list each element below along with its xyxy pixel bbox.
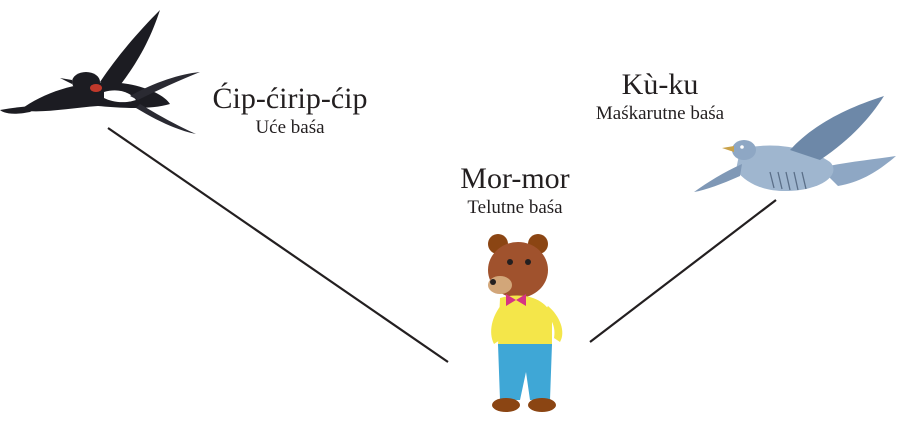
swallow-sound: Ćip-ćirip-ćip bbox=[212, 82, 368, 115]
cuckoo-icon bbox=[694, 96, 896, 192]
cuckoo-sound: Kù-ku bbox=[621, 68, 699, 101]
swallow-label: Ćip-ćirip-ćip Uće baśa bbox=[200, 82, 380, 140]
bear-label: Mor-mor Telutne baśa bbox=[430, 162, 600, 220]
swallow-icon bbox=[0, 10, 200, 134]
bear-sound: Mor-mor bbox=[460, 162, 570, 195]
swallow-description: Uće baśa bbox=[255, 117, 325, 138]
bear-icon bbox=[488, 234, 563, 412]
cuckoo-label: Kù-ku Maśkarutne baśa bbox=[560, 68, 760, 126]
cuckoo-description: Maśkarutne baśa bbox=[595, 103, 725, 124]
connector-cuckoo-bear bbox=[589, 199, 777, 343]
bear-description: Telutne baśa bbox=[467, 197, 563, 218]
connector-swallow-bear bbox=[107, 127, 449, 363]
